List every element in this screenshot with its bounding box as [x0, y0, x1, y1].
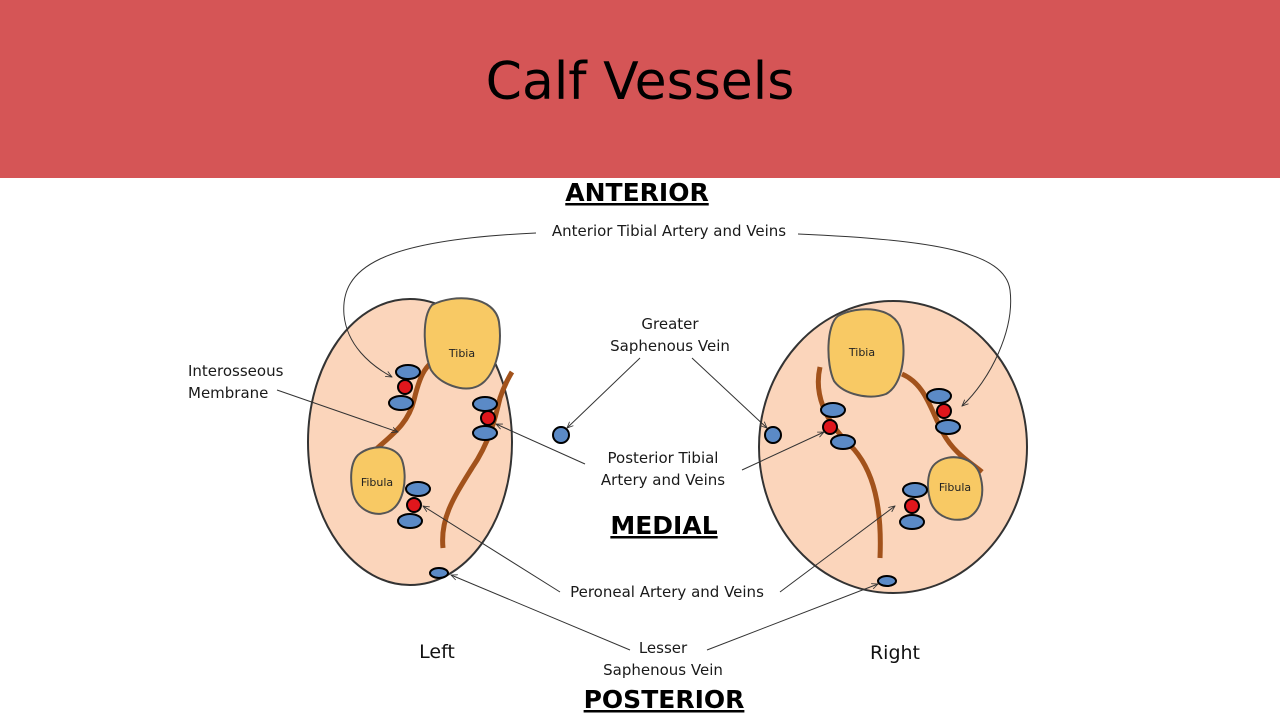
right-posterior-tibial-vein [820, 402, 846, 418]
right-side-label: Right [870, 642, 920, 664]
anterior-tibial-label: Anterior Tibial Artery and Veins [552, 222, 786, 240]
anterior-tibial-right-leader [797, 233, 1012, 406]
posterior-tibial-label-line1: Posterior Tibial [608, 449, 719, 467]
right-peroneal-vein [902, 482, 928, 498]
posterior-tibial-right-leader [741, 431, 824, 471]
lesser-saphenous-left-leader [451, 575, 631, 651]
left-posterior-tibial-vein [472, 396, 498, 412]
right-tibia [827, 308, 905, 398]
anterior-label: ANTERIOR [565, 178, 708, 207]
left-tibia [423, 297, 501, 390]
interosseous-label-line2: Membrane [188, 384, 268, 402]
left-tibia-label: Tibia [448, 347, 475, 360]
right-fibula [927, 456, 984, 521]
posterior-tibial-left-leader [496, 423, 586, 465]
peroneal-label: Peroneal Artery and Veins [570, 583, 764, 601]
left-posterior-tibial-artery [480, 410, 496, 426]
left-anterior-tibial-artery [397, 379, 413, 395]
left-greater-saphenous-vein [552, 426, 570, 444]
right-fibula-label: Fibula [939, 481, 971, 494]
greater-saphenous-label-line1: Greater [641, 315, 699, 333]
left-lesser-saphenous-vein [429, 567, 449, 579]
left-anterior-tibial-vein [388, 395, 414, 411]
left-peroneal-vein [397, 513, 423, 529]
right-limb-section: Tibia Fibula [758, 300, 1028, 594]
title-banner [0, 0, 1280, 178]
right-anterior-tibial-vein [935, 419, 961, 435]
left-fibula-label: Fibula [361, 476, 393, 489]
left-interosseous-membrane [370, 360, 434, 455]
slide-title: Calf Vessels [485, 52, 795, 112]
greater-saphenous-label-line2: Saphenous Vein [610, 337, 730, 355]
left-limb-section: Tibia Fibula [307, 297, 570, 586]
lesser-saphenous-label-line2: Saphenous Vein [603, 661, 723, 679]
right-peroneal-vein [899, 514, 925, 530]
lesser-saphenous-label-line1: Lesser [639, 639, 688, 657]
left-posterior-tibial-vein [472, 425, 498, 441]
left-fibula [350, 446, 406, 515]
left-side-label: Left [419, 641, 455, 663]
posterior-label: POSTERIOR [584, 685, 745, 714]
interosseous-label-line1: Interosseous [188, 362, 284, 380]
right-peroneal-artery [904, 498, 920, 514]
posterior-tibial-label-line2: Artery and Veins [601, 471, 725, 489]
left-peroneal-artery [406, 497, 422, 513]
greater-saphenous-right-leader [691, 357, 767, 428]
peroneal-left-leader [423, 506, 561, 593]
medial-label: MEDIAL [610, 511, 717, 540]
peroneal-right-leader [779, 506, 895, 593]
right-tibia-label: Tibia [848, 346, 875, 359]
anterior-tibial-label-bg [538, 220, 796, 242]
leader-lines [276, 232, 1012, 651]
anterior-tibial-left-leader [343, 232, 537, 377]
right-anterior-tibial-vein [926, 388, 952, 404]
interosseous-leader [276, 389, 398, 432]
right-lesser-saphenous-vein [877, 575, 897, 587]
lesser-saphenous-right-leader [706, 584, 878, 651]
greater-saphenous-left-leader [567, 357, 641, 428]
right-posterior-tibial-vein [830, 434, 856, 450]
right-posterior-tibial-artery [822, 419, 838, 435]
left-anterior-tibial-vein [395, 364, 421, 380]
right-greater-saphenous-vein [764, 426, 782, 444]
right-anterior-tibial-artery [936, 403, 952, 419]
left-peroneal-vein [405, 481, 431, 497]
